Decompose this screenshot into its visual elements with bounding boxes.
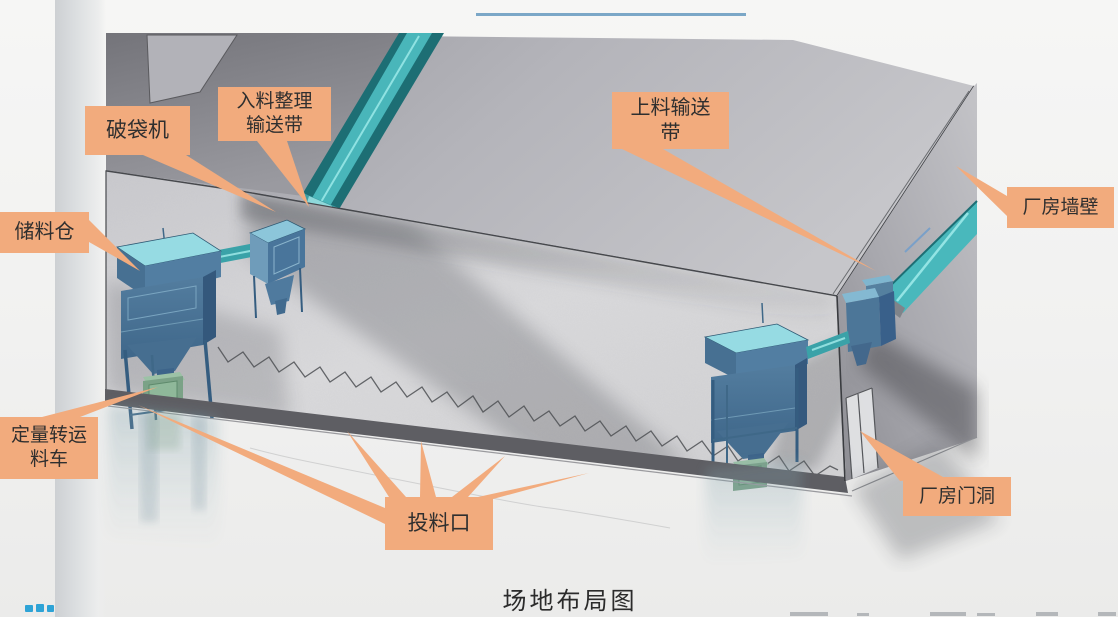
callout-bag-breaker: 破袋机: [85, 106, 190, 155]
callout-text: 输送带: [245, 115, 303, 136]
watermark-fragment: [1036, 612, 1058, 616]
watermark-fragment: [790, 612, 828, 616]
slide-left-gradient-strip: [55, 0, 106, 617]
callout-text: 料车: [29, 449, 68, 470]
cast-shadow: [245, 196, 690, 472]
callout-text: 入料整理: [236, 91, 313, 113]
watermark-fragment: [930, 612, 966, 616]
callout-text: 储料仓: [14, 221, 75, 243]
callout-factory-wall: 厂房墙壁: [1007, 187, 1114, 228]
wall-shadow: [858, 330, 977, 462]
callout-text: 投料口: [407, 511, 471, 536]
callout-text: 上料输送: [630, 96, 711, 119]
callout-factory-doorway: 厂房门洞: [903, 477, 1011, 516]
watermark-fragment: [1098, 612, 1116, 616]
tail-loading-conveyor: [622, 149, 876, 271]
tail-bag-breaker: [143, 155, 276, 212]
bag-breaker-right: [806, 275, 896, 366]
tail-storage-silo: [89, 220, 140, 271]
right-end-wall: [806, 83, 978, 492]
callout-storage-silo: 储料仓: [0, 212, 89, 253]
tail-feeding-port-1: [138, 405, 385, 524]
watermark-fragment-blue: [47, 605, 54, 612]
watermark-fragment-blue: [25, 605, 33, 612]
callout-feeding-port: 投料口: [385, 497, 493, 550]
silo-funnel: [127, 337, 197, 374]
screw-conveyor-zigzag: [217, 346, 839, 477]
silo-body: [121, 277, 203, 359]
tail-infeed-conveyor: [257, 141, 309, 207]
tail-feeding-port-5: [478, 473, 589, 499]
roof-panel-accent: [146, 34, 238, 104]
watermark-fragment-blue: [36, 604, 44, 612]
tail-transfer-cart: [42, 387, 158, 417]
top-accent-line: [476, 13, 746, 16]
watermark-fragment: [977, 613, 995, 616]
callout-dosing-transfer-cart: 定量转运 料车: [0, 417, 98, 479]
tail-factory-wall: [956, 166, 1007, 216]
callout-tails: [42, 141, 1007, 524]
callout-text: 定量转运: [10, 425, 87, 447]
tail-feeding-port-4: [452, 456, 505, 497]
tail-factory-doorway: [860, 431, 943, 481]
callout-text: 厂房门洞: [918, 485, 995, 507]
diagram-title: 场地布局图: [502, 589, 638, 615]
callout-text: 破袋机: [106, 118, 169, 143]
callout-infeed-sorting-conveyor: 入料整理 输送带: [218, 87, 331, 141]
bag-breaker-left: [249, 219, 306, 319]
tail-feeding-port-2: [347, 431, 406, 497]
tail-feeding-port-3: [420, 441, 436, 497]
callout-loading-conveyor: 上料输送 带: [612, 92, 729, 149]
floor-reflections: [108, 404, 1000, 564]
callout-text: 厂房墙壁: [1022, 196, 1099, 218]
callout-text: 带: [660, 121, 681, 144]
watermark-fragment: [857, 613, 869, 616]
